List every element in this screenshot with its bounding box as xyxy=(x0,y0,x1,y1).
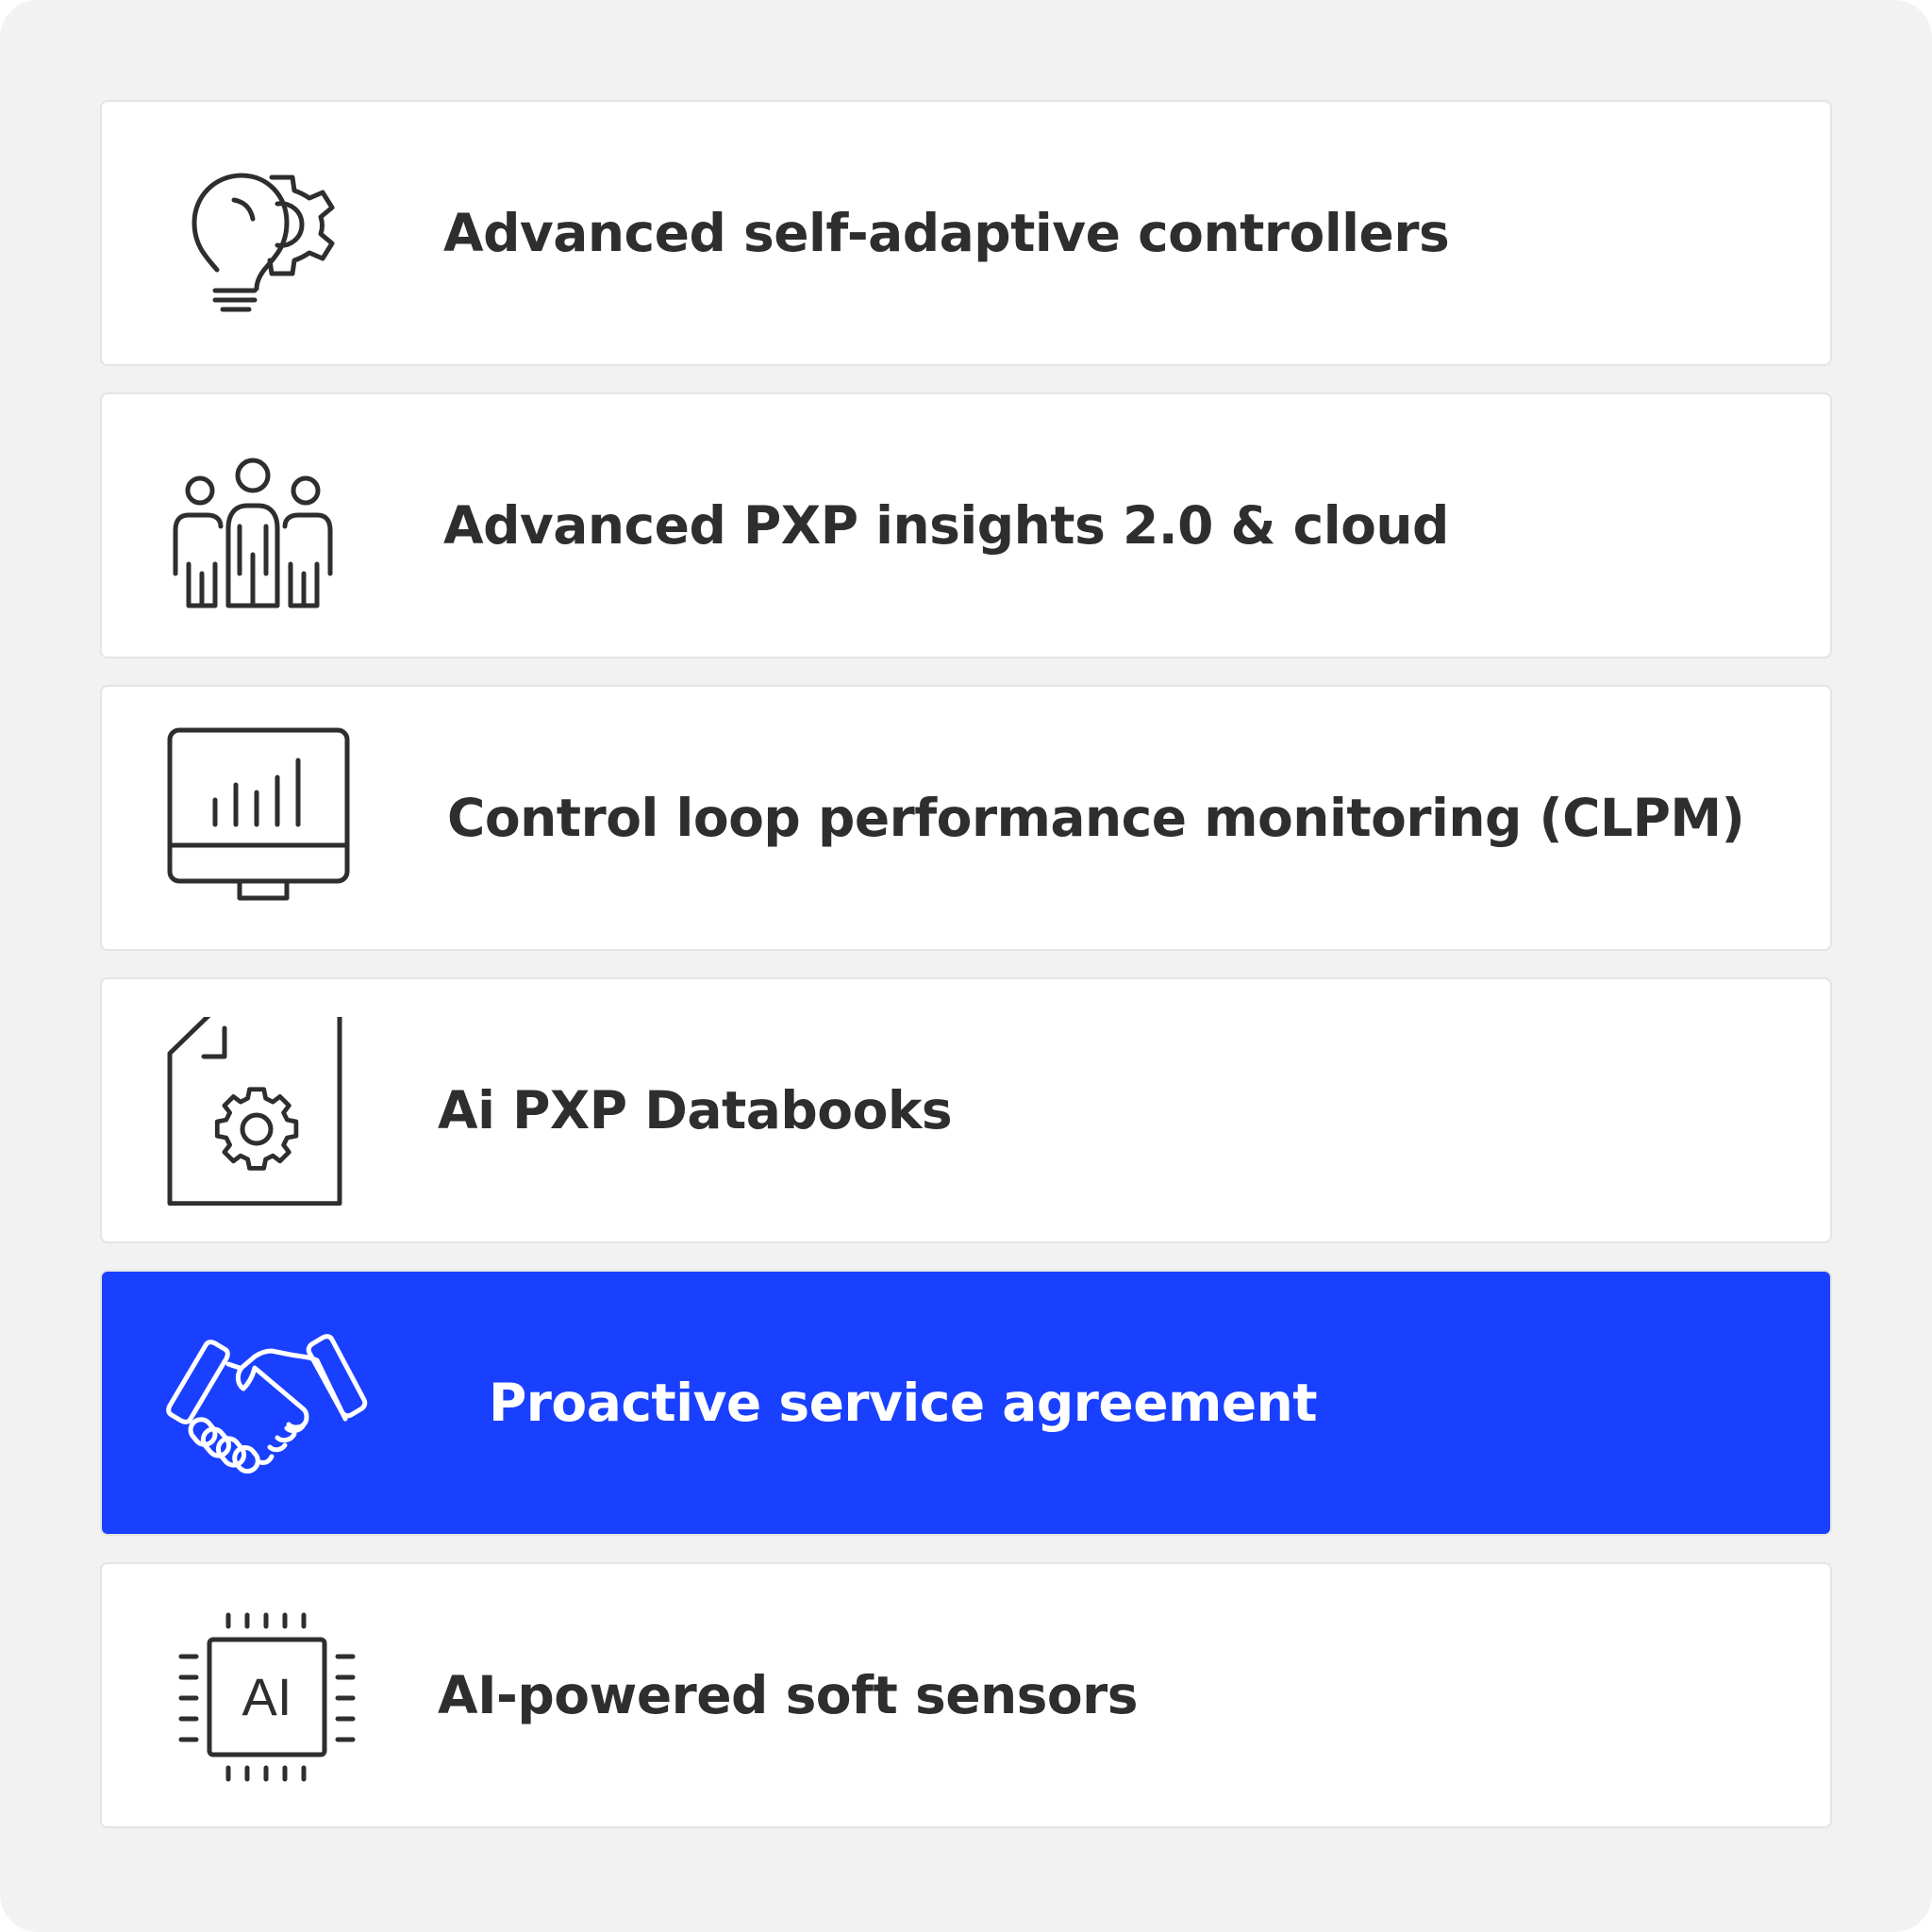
ai-chip-icon: AI xyxy=(149,1602,357,1790)
feature-label: Control loop performance monitoring (CLP… xyxy=(447,788,1745,848)
feature-label: Ai PXP Databooks xyxy=(438,1080,953,1141)
chip-text: AI xyxy=(242,1667,292,1726)
feature-item-soft-sensors[interactable]: AI AI-powered soft sensors xyxy=(100,1562,1832,1828)
feature-list: Advanced self-adaptive controllers xyxy=(100,100,1832,1855)
feature-item-service-agreement[interactable]: Proactive service agreement xyxy=(100,1270,1832,1536)
feature-item-clpm[interactable]: Control loop performance monitoring (CLP… xyxy=(100,685,1832,951)
feature-label: Advanced PXP insights 2.0 & cloud xyxy=(443,495,1449,556)
feature-label: Proactive service agreement xyxy=(489,1373,1318,1433)
feature-label: Advanced self-adaptive controllers xyxy=(443,203,1450,263)
feature-item-databooks[interactable]: Ai PXP Databooks xyxy=(100,977,1832,1243)
feature-item-self-adaptive-controllers[interactable]: Advanced self-adaptive controllers xyxy=(100,100,1832,366)
handshake-icon xyxy=(149,1309,394,1498)
monitor-chart-icon xyxy=(149,724,357,913)
lightbulb-gear-icon xyxy=(149,140,357,328)
feature-item-pxp-insights[interactable]: Advanced PXP insights 2.0 & cloud xyxy=(100,392,1832,658)
feature-label: AI-powered soft sensors xyxy=(438,1665,1139,1725)
people-group-icon xyxy=(149,432,357,621)
document-gear-icon xyxy=(149,1017,357,1206)
